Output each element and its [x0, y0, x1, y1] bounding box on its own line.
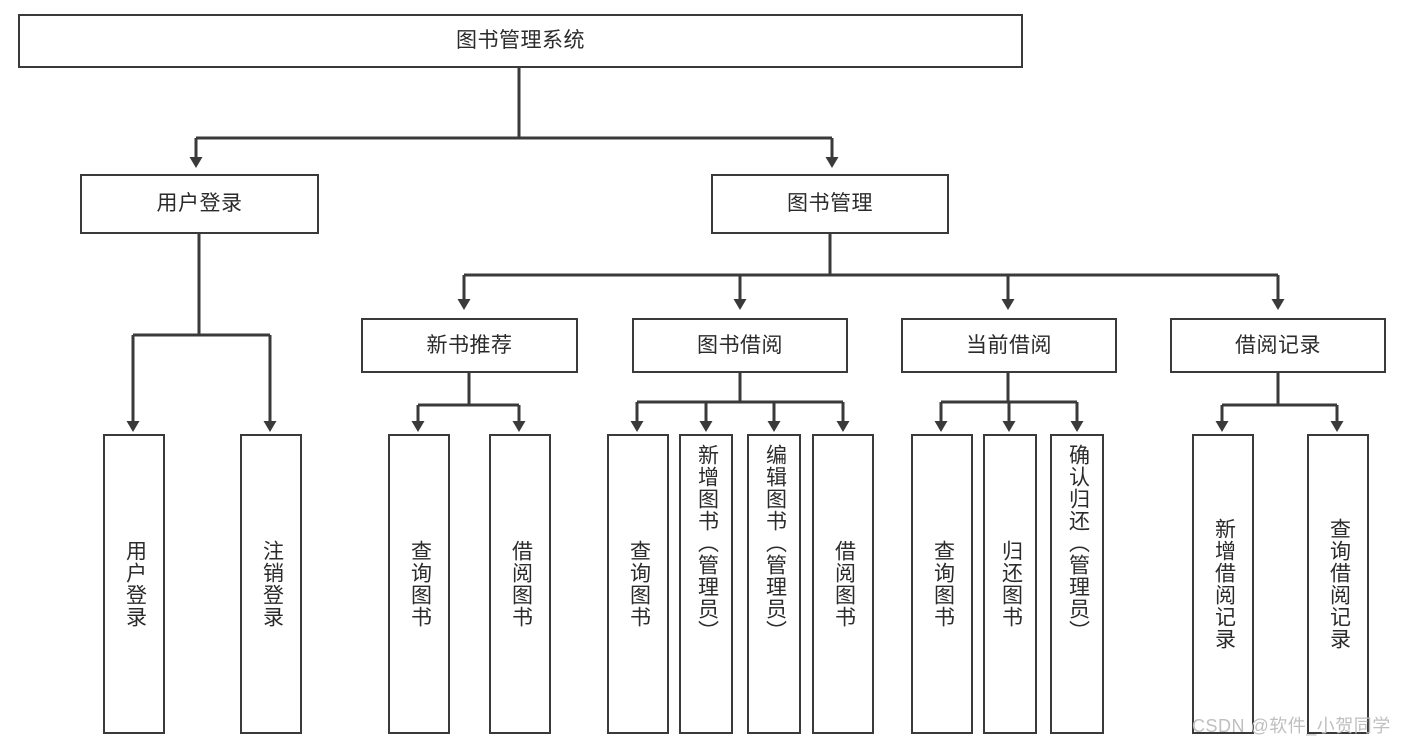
leaf-query-book-1-label: 查询图书	[408, 540, 432, 628]
leaf-add-record[interactable]: 新增借阅记录	[1192, 434, 1254, 734]
leaf-add-record-label: 新增借阅记录	[1212, 518, 1236, 650]
node-borrow-record-label: 借阅记录	[1235, 333, 1321, 357]
node-new-book-recommend-label: 新书推荐	[426, 333, 513, 357]
node-root-label: 图书管理系统	[456, 29, 585, 53]
node-user-login-label: 用户登录	[156, 192, 243, 216]
leaf-query-book-3-label: 查询图书	[931, 540, 955, 628]
node-borrow-record[interactable]: 借阅记录	[1170, 318, 1386, 373]
leaf-query-book-2[interactable]: 查询图书	[607, 434, 669, 734]
leaf-add-book-inner: 新增图书（管理员）	[681, 436, 731, 740]
leaf-borrow-book-2[interactable]: 借阅图书	[812, 434, 874, 734]
node-book-borrow[interactable]: 图书借阅	[632, 318, 848, 373]
watermark: CSDN @软件_小贺同学	[1192, 716, 1391, 736]
leaf-logout-login[interactable]: 注销登录	[240, 434, 302, 734]
leaf-query-book-2-inner: 查询图书	[609, 436, 667, 732]
leaf-borrow-book-1-inner: 借阅图书	[491, 436, 549, 732]
leaf-borrow-book-2-label: 借阅图书	[832, 540, 856, 628]
leaf-query-book-1[interactable]: 查询图书	[388, 434, 450, 734]
node-current-borrow-label: 当前借阅	[966, 333, 1052, 357]
leaf-user-login[interactable]: 用户登录	[103, 434, 165, 734]
leaf-edit-book[interactable]: 编辑图书（管理员）	[747, 434, 801, 734]
leaf-confirm-return-inner: 确认归还（管理员）	[1052, 436, 1102, 740]
node-book-borrow-label: 图书借阅	[697, 333, 783, 357]
leaf-query-record-inner: 查询借阅记录	[1309, 436, 1367, 732]
node-root[interactable]: 图书管理系统	[18, 14, 1023, 68]
leaf-confirm-return-label: 确认归还（管理员）	[1066, 444, 1090, 642]
leaf-return-book-label: 归还图书	[999, 540, 1023, 628]
leaf-borrow-book-2-inner: 借阅图书	[814, 436, 872, 732]
leaf-return-book-inner: 归还图书	[985, 436, 1035, 732]
leaf-borrow-book-1[interactable]: 借阅图书	[489, 434, 551, 734]
node-book-management[interactable]: 图书管理	[711, 174, 949, 234]
node-current-borrow[interactable]: 当前借阅	[901, 318, 1117, 373]
leaf-add-record-inner: 新增借阅记录	[1194, 436, 1252, 732]
leaf-edit-book-inner: 编辑图书（管理员）	[749, 436, 799, 740]
leaf-user-login-inner: 用户登录	[105, 436, 163, 732]
leaf-query-book-3-inner: 查询图书	[913, 436, 971, 732]
leaf-logout-login-inner: 注销登录	[242, 436, 300, 732]
leaf-add-book-label: 新增图书（管理员）	[695, 444, 719, 642]
leaf-query-record[interactable]: 查询借阅记录	[1307, 434, 1369, 734]
leaf-logout-login-label: 注销登录	[260, 540, 284, 628]
node-user-login[interactable]: 用户登录	[80, 174, 319, 234]
leaf-add-book[interactable]: 新增图书（管理员）	[679, 434, 733, 734]
leaf-user-login-label: 用户登录	[123, 540, 147, 628]
leaf-query-book-2-label: 查询图书	[627, 540, 651, 628]
leaf-borrow-book-1-label: 借阅图书	[509, 540, 533, 628]
leaf-edit-book-label: 编辑图书（管理员）	[763, 444, 787, 642]
leaf-query-book-1-inner: 查询图书	[390, 436, 448, 732]
leaf-confirm-return[interactable]: 确认归还（管理员）	[1050, 434, 1104, 734]
leaf-query-book-3[interactable]: 查询图书	[911, 434, 973, 734]
leaf-query-record-label: 查询借阅记录	[1327, 518, 1351, 650]
leaf-return-book[interactable]: 归还图书	[983, 434, 1037, 734]
node-new-book-recommend[interactable]: 新书推荐	[361, 318, 578, 373]
node-book-management-label: 图书管理	[787, 192, 873, 216]
